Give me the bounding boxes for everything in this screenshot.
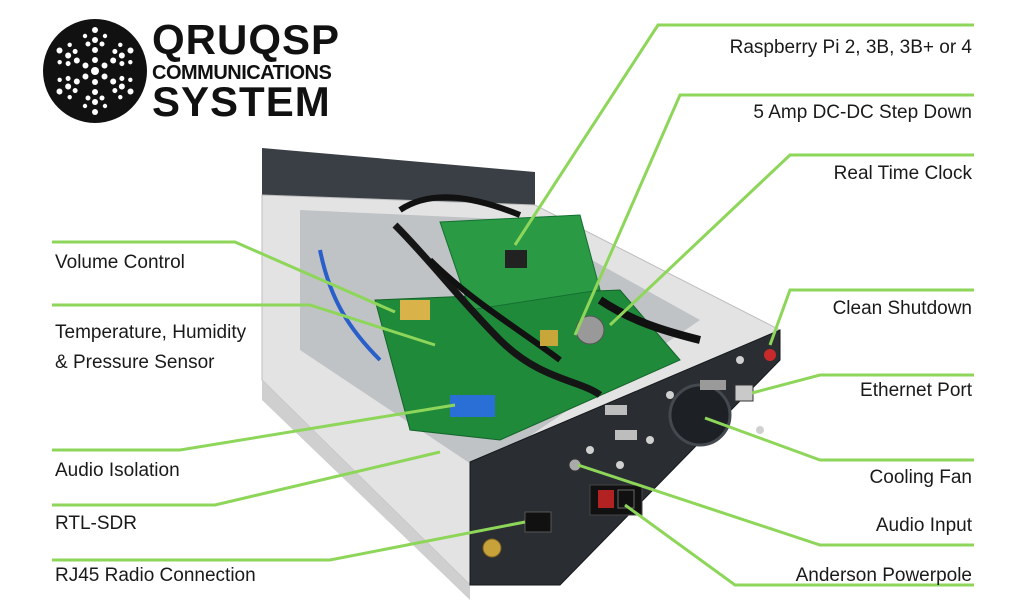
label-temperature-sensor-line1: Temperature, Humidity [55, 322, 247, 343]
enclosure-side [262, 380, 470, 600]
sma-connector [482, 538, 502, 558]
step-down-module [540, 330, 558, 346]
label-audio-isolation: Audio Isolation [55, 460, 180, 481]
label-rtl-sdr: RTL-SDR [55, 513, 137, 534]
leader-lines [52, 23, 974, 587]
enclosure-lid [262, 148, 535, 205]
label-ethernet-port: Ethernet Port [860, 380, 972, 401]
label-volume-control: Volume Control [55, 252, 185, 273]
logo-word-system: SYSTEM [152, 78, 331, 125]
volume-pot [400, 300, 430, 320]
audio-isolation-terminal [450, 395, 495, 417]
cooling-fan [668, 383, 732, 447]
logo: QRUQSP COMMUNICATIONS SYSTEM [40, 16, 370, 126]
label-temperature-sensor-line2: & Pressure Sensor [55, 352, 215, 373]
pi-chip [505, 250, 527, 268]
label-audio-input: Audio Input [875, 515, 972, 536]
label-step-down: 5 Amp DC-DC Step Down [753, 102, 972, 123]
logo-word-communications: COMMUNICATIONS [152, 62, 332, 84]
label-raspberry-pi: Raspberry Pi 2, 3B, 3B+ or 4 [729, 37, 972, 58]
label-real-time-clock: Real Time Clock [833, 163, 972, 184]
label-clean-shutdown: Clean Shutdown [832, 298, 972, 319]
label-cooling-fan: Cooling Fan [869, 467, 972, 488]
snowflake-logo-icon [43, 19, 147, 123]
ethernet-port [734, 384, 754, 402]
label-rj45-radio-connection: RJ45 Radio Connection [55, 565, 256, 586]
rj45-port [524, 511, 552, 533]
logo-word-qruqsp: QRUQSP [152, 16, 341, 63]
clean-shutdown-button [764, 349, 776, 361]
label-anderson-powerpole: Anderson Powerpole [795, 565, 972, 586]
